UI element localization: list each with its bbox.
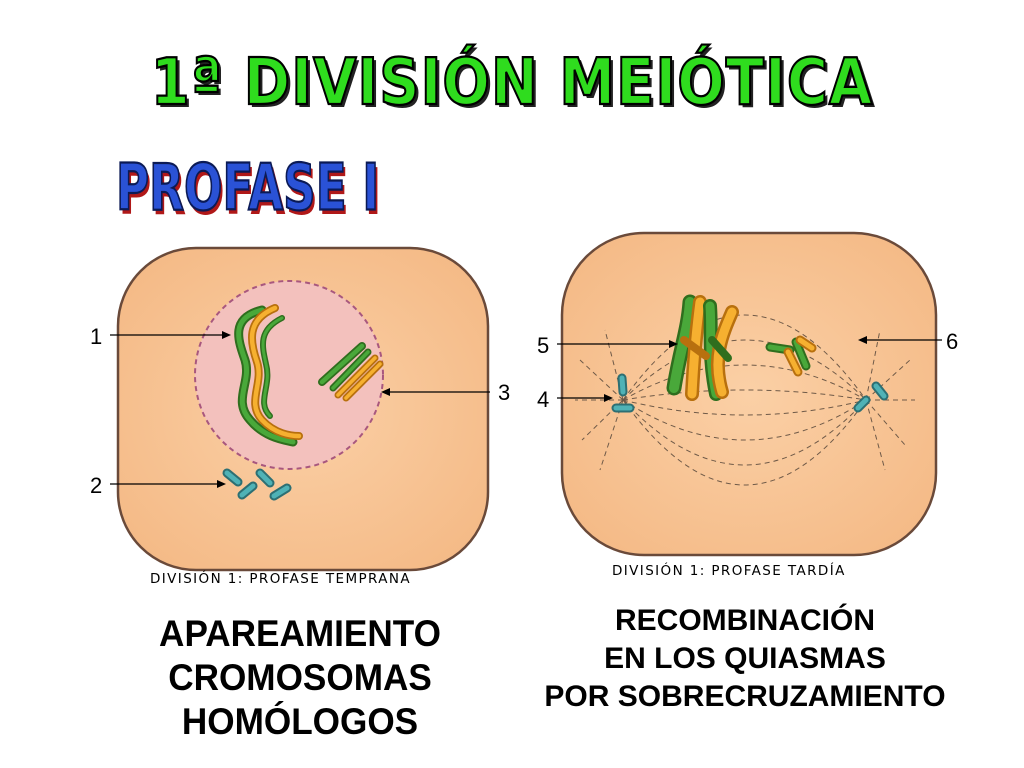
arrowhead-3 bbox=[381, 388, 390, 396]
long-bivalent bbox=[234, 304, 303, 447]
left-cell: 1 2 3 DIVISIÓN 1: PROFASE TEMPRANA bbox=[90, 246, 510, 587]
subtitle: PROFASE I bbox=[115, 149, 380, 226]
caption-right-line-3: POR SOBRECRUZAMIENTO bbox=[544, 680, 946, 713]
arrowhead-4 bbox=[604, 394, 613, 402]
centrioles-left bbox=[222, 468, 292, 501]
caption-right-line-2: EN LOS QUIASMAS bbox=[604, 642, 886, 675]
centrioles-right-pole bbox=[853, 381, 889, 413]
caption-left-line-2: CROMOSOMAS bbox=[168, 657, 432, 698]
arrowhead-5 bbox=[669, 340, 678, 348]
small-bivalent bbox=[765, 335, 817, 377]
arrowhead-6 bbox=[858, 336, 867, 344]
caption-left-line-3: HOMÓLOGOS bbox=[181, 701, 419, 742]
arrowhead-1 bbox=[222, 331, 231, 339]
right-cell-membrane bbox=[560, 231, 938, 557]
main-title: 1ª DIVISIÓN MEIÓTICA bbox=[150, 44, 874, 121]
caption-right: RECOMBINACIÓN EN LOS QUIASMAS POR SOBREC… bbox=[520, 602, 970, 716]
spindle-fibers bbox=[575, 314, 915, 486]
marker-6: 6 bbox=[946, 329, 958, 354]
short-bivalent bbox=[318, 342, 384, 402]
right-cell: 5 4 6 DIVISIÓN 1: PROFASE TARDÍA bbox=[537, 231, 958, 579]
arrowhead-2 bbox=[217, 480, 226, 488]
caption-right-line-1: RECOMBINACIÓN bbox=[615, 604, 875, 637]
left-cell-label: DIVISIÓN 1: PROFASE TEMPRANA bbox=[150, 569, 411, 587]
crossover-bivalent bbox=[666, 294, 739, 401]
right-cell-label: DIVISIÓN 1: PROFASE TARDÍA bbox=[612, 561, 846, 579]
centrioles-left-pole bbox=[611, 373, 635, 413]
marker-4: 4 bbox=[537, 387, 549, 412]
marker-5: 5 bbox=[537, 333, 549, 358]
caption-left: APAREAMIENTO CROMOSOMAS HOMÓLOGOS bbox=[129, 612, 471, 744]
marker-3: 3 bbox=[498, 380, 510, 405]
marker-2: 2 bbox=[90, 473, 102, 498]
marker-1: 1 bbox=[90, 324, 102, 349]
caption-left-line-1: APAREAMIENTO bbox=[159, 613, 441, 654]
